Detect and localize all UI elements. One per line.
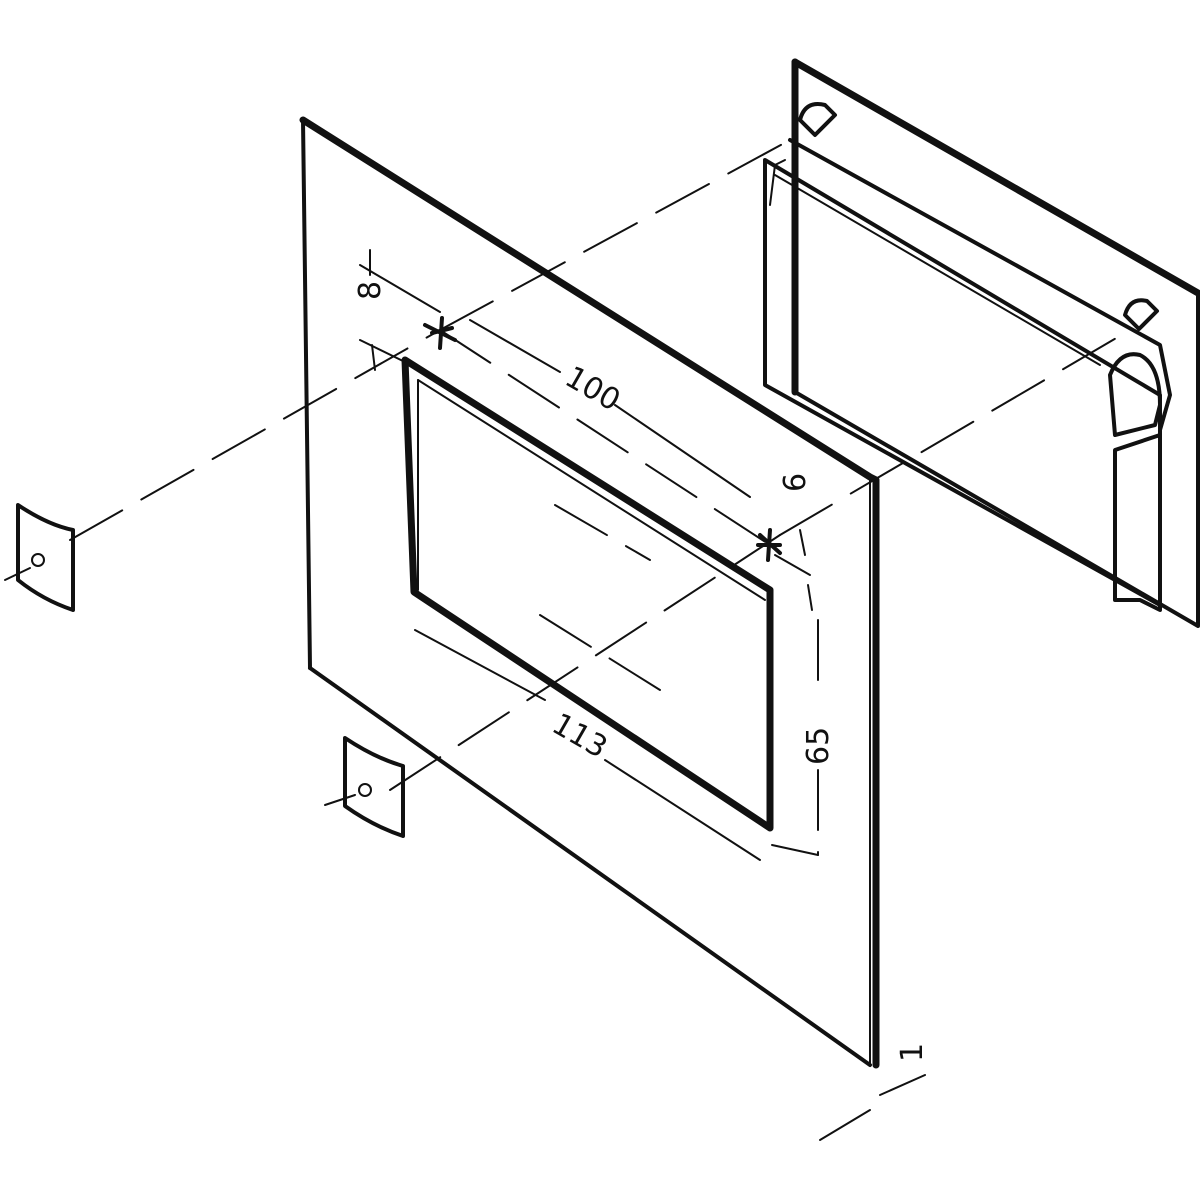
rear-flange-plate [791,58,1200,628]
fixing-clip-left [4,503,75,612]
dim-label-100: 100 [559,360,626,419]
front-panel [299,116,880,1069]
dimension-lines [359,249,926,1141]
dim-label-1: 1 [895,1043,930,1062]
alignment-lines [69,139,1131,791]
module-housing [763,102,1172,612]
dim-label-6: 6 [778,473,813,492]
dim-label-8: 8 [353,281,388,300]
fixing-clip-bottom [324,736,405,838]
dim-label-65: 65 [801,727,836,765]
screw-hole-markers [423,316,782,562]
panel-cutout [401,356,774,832]
